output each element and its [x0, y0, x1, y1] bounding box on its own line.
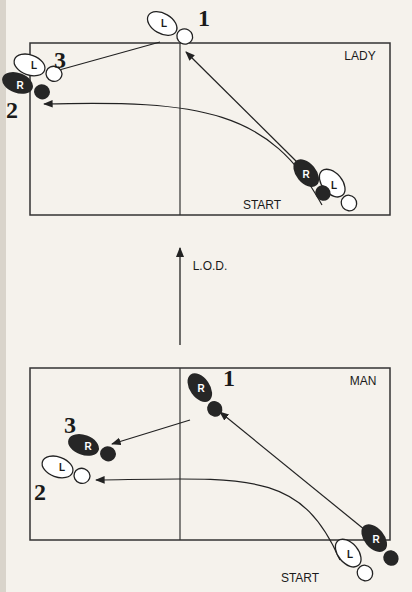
- foot-letter: L: [347, 550, 353, 560]
- foot-letter: L: [331, 181, 337, 191]
- step-number: 3: [64, 413, 76, 437]
- start-label: START: [243, 199, 281, 211]
- direction-label: L.O.D.: [193, 260, 228, 272]
- start-label: START: [281, 572, 319, 584]
- foot-letter: R: [16, 81, 23, 91]
- foot-letter: R: [372, 535, 379, 545]
- panel-title: LADY: [344, 50, 375, 62]
- foot-letter: L: [31, 61, 37, 71]
- foot-letter: R: [302, 170, 309, 180]
- step-number: 2: [6, 98, 18, 122]
- step-number: 3: [54, 48, 66, 72]
- foot-letter: L: [161, 19, 167, 29]
- foot-letter: L: [59, 463, 65, 473]
- step-number: 2: [34, 480, 46, 504]
- step-number: 1: [223, 366, 235, 390]
- foot-letter: R: [197, 384, 204, 394]
- foot-letter: R: [84, 442, 91, 452]
- panel-title: MAN: [350, 375, 377, 387]
- step-number: 1: [198, 6, 210, 30]
